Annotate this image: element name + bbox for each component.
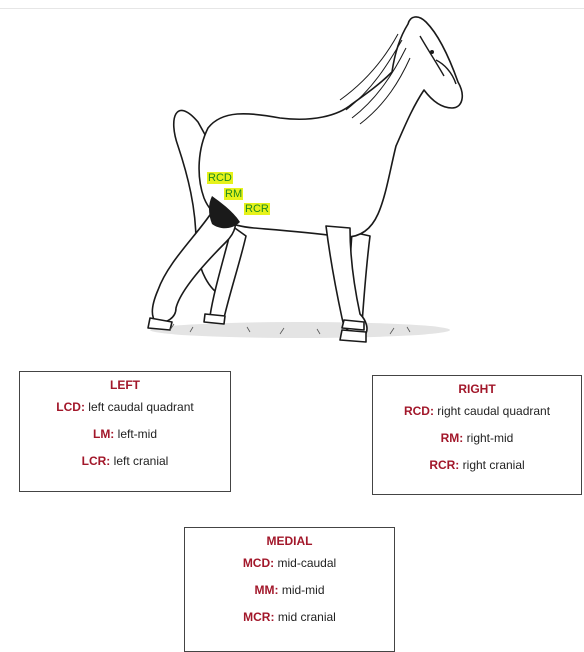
legend-code: LM:	[93, 427, 114, 441]
eye	[430, 50, 434, 54]
legend-code: RCD:	[404, 404, 434, 418]
legend-medial-item: MCD: mid-caudal	[185, 556, 394, 583]
ground-shadow	[150, 322, 450, 338]
legend-desc: left cranial	[114, 454, 169, 468]
legend-desc: right caudal quadrant	[437, 404, 550, 418]
legend-code: LCD:	[56, 400, 85, 414]
horse-illustration	[0, 0, 584, 360]
label-rm: RM	[224, 188, 243, 200]
legend-medial: MEDIAL MCD: mid-caudal MM: mid-mid MCR: …	[184, 527, 395, 652]
legend-right-item: RCR: right cranial	[373, 458, 581, 485]
legend-code: MM:	[254, 583, 278, 597]
legend-desc: left-mid	[118, 427, 157, 441]
legend-right: RIGHT RCD: right caudal quadrant RM: rig…	[372, 375, 582, 495]
legend-medial-item: MCR: mid cranial	[185, 610, 394, 637]
legend-desc: mid-caudal	[277, 556, 336, 570]
legend-code: MCD:	[243, 556, 274, 570]
legend-left-item: LCD: left caudal quadrant	[20, 400, 230, 427]
legend-desc: mid cranial	[278, 610, 336, 624]
legend-desc: right-mid	[467, 431, 514, 445]
far-hind-hoof	[204, 314, 225, 324]
legend-right-item: RCD: right caudal quadrant	[373, 404, 581, 431]
legend-desc: left caudal quadrant	[88, 400, 193, 414]
legend-medial-title: MEDIAL	[185, 534, 394, 548]
legend-left-item: LM: left-mid	[20, 427, 230, 454]
horse-body	[199, 17, 462, 237]
legend-right-item: RM: right-mid	[373, 431, 581, 458]
fore-hoof	[340, 330, 366, 342]
legend-left-title: LEFT	[20, 378, 230, 392]
far-fore-hoof	[342, 320, 364, 330]
label-rcr: RCR	[244, 203, 270, 215]
legend-medial-item: MM: mid-mid	[185, 583, 394, 610]
legend-desc: mid-mid	[282, 583, 325, 597]
legend-code: MCR:	[243, 610, 274, 624]
legend-code: RM:	[441, 431, 464, 445]
legend-desc: right cranial	[463, 458, 525, 472]
label-rcd: RCD	[207, 172, 233, 184]
legend-code: RCR:	[429, 458, 459, 472]
legend-code: LCR:	[82, 454, 111, 468]
legend-left: LEFT LCD: left caudal quadrant LM: left-…	[19, 371, 231, 492]
legend-left-item: LCR: left cranial	[20, 454, 230, 481]
legend-right-title: RIGHT	[373, 382, 581, 396]
